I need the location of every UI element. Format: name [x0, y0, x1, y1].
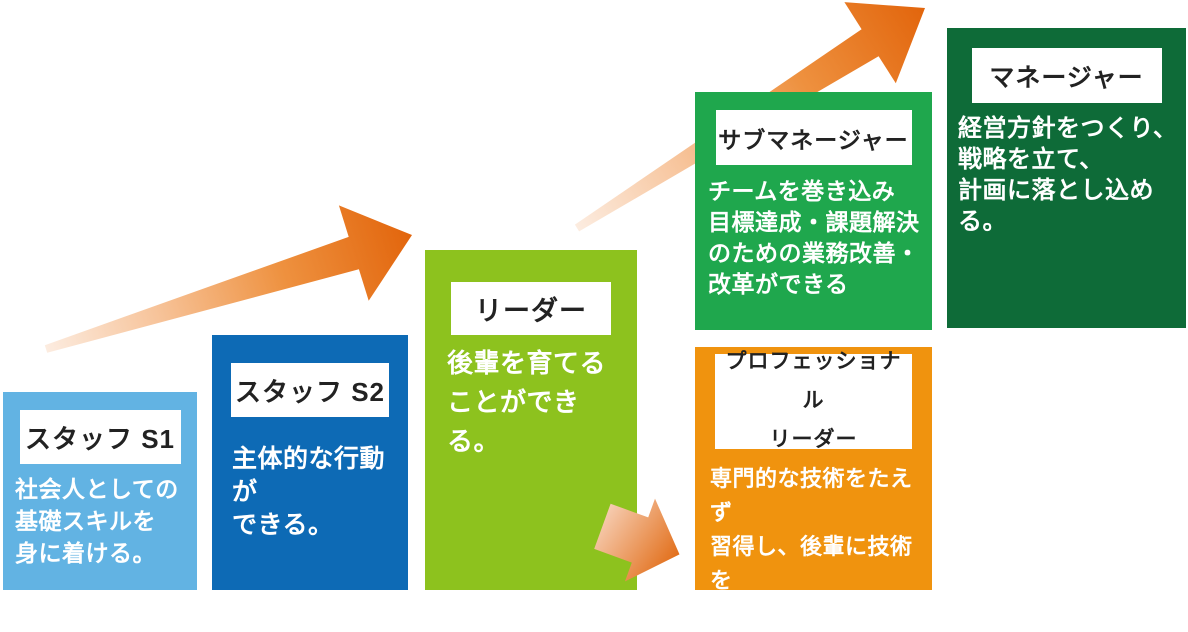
level-description: 専門的な技術をたえず 習得し、後輩に技術を 伝承できる。 — [710, 466, 913, 627]
level-label-plate: プロフェッショナル リーダー — [715, 350, 912, 451]
level-label-plate: マネージャー — [971, 48, 1162, 103]
level-box-staff-s2: スタッフ S2 主体的な行動が できる。 — [212, 335, 408, 590]
level-box-manager: マネージャー 経営方針をつくり、 戦略を立て、 計画に落とし込める。 — [947, 28, 1186, 328]
level-box-professional-leader: プロフェッショナル リーダー 専門的な技術をたえず 習得し、後輩に技術を 伝承で… — [695, 347, 932, 627]
ascent-arrow-lower-icon — [44, 205, 413, 353]
level-label-plate: サブマネージャー — [715, 110, 912, 165]
level-description: 主体的な行動が できる。 — [232, 445, 386, 539]
level-label-plate: リーダー — [451, 282, 611, 335]
level-description: チームを巻き込み 目標達成・課題解決 のための業務改善・ 改革ができる — [708, 178, 920, 297]
level-label-plate: スタッフ S1 — [19, 410, 181, 464]
level-description: 後輩を育てる ことができる。 — [447, 348, 607, 456]
level-box-leader: リーダー 後輩を育てる ことができる。 — [425, 250, 637, 590]
level-description: 社会人としての 基礎スキルを 身に着ける。 — [15, 476, 179, 566]
level-box-sub-manager: サブマネージャー チームを巻き込み 目標達成・課題解決 のための業務改善・ 改革… — [695, 92, 932, 330]
level-label-plate: スタッフ S2 — [231, 363, 389, 417]
level-description: 経営方針をつくり、 戦略を立て、 計画に落とし込める。 — [958, 115, 1178, 235]
career-ladder-diagram: スタッフ S1 社会人としての 基礎スキルを 身に着ける。 スタッフ S2 主体… — [3, 2, 1186, 627]
level-box-staff-s1: スタッフ S1 社会人としての 基礎スキルを 身に着ける。 — [3, 392, 197, 590]
